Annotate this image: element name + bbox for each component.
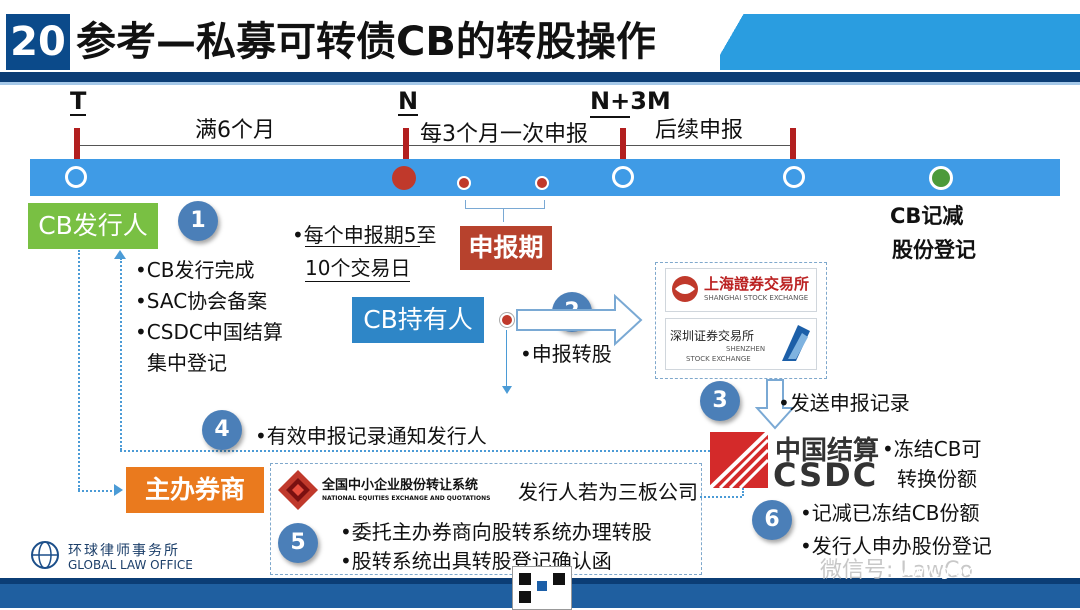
span-follow-up: 后续申报: [655, 118, 744, 143]
step-3-badge: 3: [700, 381, 740, 421]
shenzhen-exchange-en-1: SHENZHEN: [726, 345, 766, 353]
shanghai-exchange-en: SHANGHAI STOCK EXCHANGE: [704, 294, 809, 302]
period-bracket-stem: [503, 208, 504, 222]
timeline-point-n-plus-3m: [612, 166, 634, 188]
timeline-point-n: [392, 166, 416, 190]
arrowhead-to-issuer: [114, 250, 126, 259]
issuer-bullet-4: 集中登记: [147, 351, 227, 375]
arrow-to-exchanges: [516, 293, 643, 347]
issuer-bullet-3: •CSDC中国结算: [135, 320, 283, 344]
span-line-follow-up: [626, 145, 790, 146]
csdc-logo-icon: [710, 432, 768, 488]
firm-name-cn: 环球律师事务所: [68, 543, 180, 559]
global-law-office-logo-icon: [31, 541, 59, 569]
marker-n-plus-3m: N+3M: [590, 87, 671, 115]
connector-to-underwriter: [78, 490, 120, 492]
holder-bullet: •申报转股: [520, 342, 612, 366]
timeline-point-report-2: [535, 176, 549, 190]
neeq-logo-icon: [278, 470, 318, 510]
connector-neeq-csdc: [700, 496, 742, 498]
timeline-point-report-1: [457, 176, 471, 190]
span-six-months: 满6个月: [195, 118, 275, 143]
holder-point: [500, 313, 514, 327]
connector-neeq-csdc-up: [742, 488, 744, 496]
firm-name-en: GLOBAL LAW OFFICE: [68, 558, 193, 572]
tick-t: [74, 128, 80, 160]
neeq-panel: [270, 463, 702, 575]
tick-n: [403, 128, 409, 160]
marker-t: T: [70, 87, 87, 116]
slide-title: 参考—私募可转债CB的转股操作: [76, 19, 656, 65]
shenzhen-logo-card: 深圳证券交易所 SHENZHEN STOCK EXCHANGE: [665, 318, 817, 370]
header-stripe: [720, 14, 1080, 70]
period-note-line2: 10个交易日: [305, 252, 411, 282]
period-bracket: [465, 200, 545, 209]
issuer-bullet-2: •SAC协会备案: [135, 289, 268, 313]
neeq-name-en: NATIONAL EQUITIES EXCHANGE AND QUOTATION…: [322, 495, 491, 502]
shanghai-exchange-icon: [672, 276, 698, 302]
span-line-quarterly: [409, 145, 620, 146]
timeline-point-end: [929, 166, 953, 190]
arrowhead-to-underwriter: [114, 484, 123, 496]
qr-code-icon: [512, 566, 572, 610]
header-rule-light: [0, 82, 1080, 85]
period-note-line1: •每个申报期5至: [292, 223, 437, 247]
neeq-name-cn: 全国中小企业股份转让系统: [322, 478, 479, 493]
step-5-bullet-1: •委托主办券商向股转系统办理转股: [340, 520, 652, 544]
marker-n: N: [398, 87, 419, 116]
shenzhen-exchange-en-2: STOCK EXCHANGE: [686, 355, 751, 363]
end-label-line2: 股份登记: [892, 238, 976, 262]
step-6-bullet-1: •记减已冻结CB份额: [800, 501, 980, 525]
marker-n-plus-3m-underline: [590, 116, 630, 118]
step-6-badge: 6: [752, 500, 792, 540]
tick-n-plus-3m: [620, 128, 626, 160]
holder-down-line: [506, 330, 507, 390]
connector-issuer-down: [78, 250, 80, 490]
shanghai-exchange-name: 上海證券交易所: [704, 275, 810, 293]
header-rule: [0, 72, 1080, 82]
underwriter-box: 主办券商: [126, 467, 264, 513]
step-5-badge: 5: [278, 523, 318, 563]
csdc-name-cn: 中国结算: [775, 436, 880, 466]
span-every-three-months: 每3个月一次申报: [420, 122, 588, 147]
csdc-name-en: CSDC: [773, 456, 879, 494]
tick-next: [790, 128, 796, 160]
holder-down-arrow: [502, 386, 512, 394]
issuer-bullet-1: •CB发行完成: [135, 258, 255, 282]
csdc-text-line2: 转换份额: [897, 467, 977, 491]
timeline-point-t: [65, 166, 87, 188]
end-label-line1: CB记减: [890, 204, 964, 228]
step-1-badge: 1: [178, 201, 218, 241]
watermark-text: 微信号: LawCo: [820, 558, 973, 583]
connector-notify-line: [120, 450, 710, 452]
timeline-point-follow-up: [783, 166, 805, 188]
csdc-text-line1: •冻结CB可: [882, 437, 982, 461]
shenzhen-exchange-icon: [782, 325, 810, 361]
neeq-note: 发行人若为三板公司: [518, 480, 698, 504]
holder-box: CB持有人: [352, 297, 484, 343]
shenzhen-exchange-name: 深圳证券交易所: [670, 329, 755, 343]
step-6-bullet-2: •发行人申办股份登记: [800, 534, 992, 558]
issuer-box: CB发行人: [28, 203, 158, 249]
shanghai-logo-card: 上海證券交易所 SHANGHAI STOCK EXCHANGE: [665, 268, 817, 312]
website-text: www.glo.com.cn: [900, 562, 1023, 580]
connector-notify-up: [120, 258, 122, 450]
step-4-text: •有效申报记录通知发行人: [255, 424, 487, 448]
step-3-text: •发送申报记录: [778, 391, 910, 415]
step-4-badge: 4: [202, 410, 242, 450]
span-line-six-months: [80, 145, 403, 146]
slide-number: 20: [6, 14, 70, 70]
arrow-down-to-csdc: [755, 379, 795, 430]
period-box: 申报期: [460, 226, 552, 270]
period-note-rule: [305, 246, 420, 247]
